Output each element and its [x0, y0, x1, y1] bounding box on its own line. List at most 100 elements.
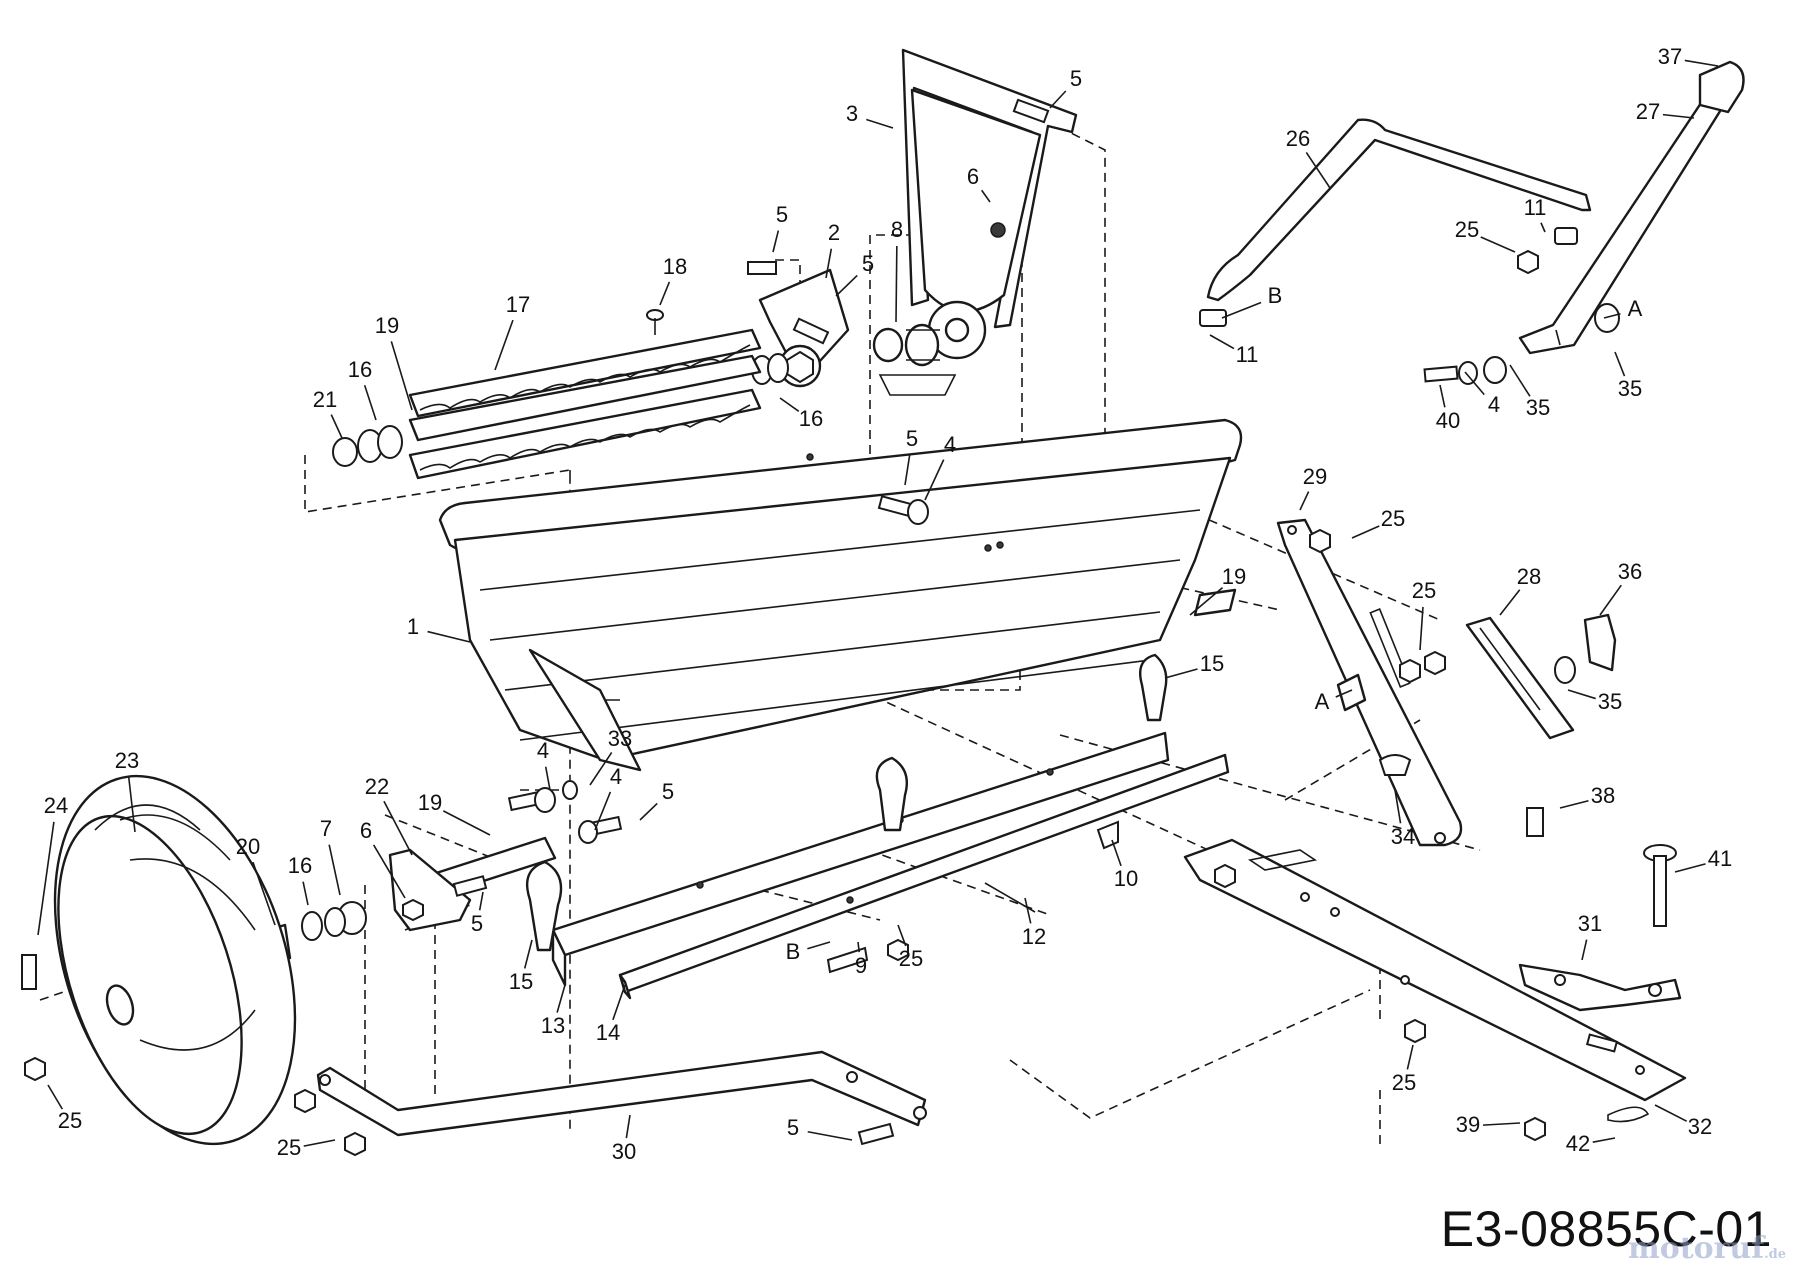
- leader-line-cA2: [1335, 689, 1353, 698]
- callout-cB2: B: [786, 939, 801, 964]
- leader-line-c25f: [47, 1084, 64, 1110]
- hardware-41-38-39-42: [1524, 807, 1677, 1142]
- leader-line-c2: [825, 248, 833, 279]
- leader-line-c35c: [1567, 689, 1596, 700]
- clip-part-15: [525, 653, 1168, 952]
- leader-line-c17: [494, 319, 514, 371]
- leader-line-c38: [1559, 799, 1589, 809]
- leader-line-c6b: [372, 844, 406, 899]
- callout-c9: 9: [855, 953, 867, 978]
- callout-c7: 7: [320, 816, 332, 841]
- callout-c5f: 5: [471, 911, 483, 936]
- leader-line-c5f: [478, 891, 484, 911]
- main-bar-part-32: [1183, 838, 1687, 1102]
- leader-line-c1: [427, 630, 471, 643]
- callout-c15b: 15: [509, 969, 533, 994]
- lower-frame-part-30: [294, 1050, 927, 1157]
- wheel-part-23: [21, 774, 297, 1146]
- rod-part-26: [1199, 118, 1592, 327]
- callout-c3: 3: [846, 101, 858, 126]
- callout-c35a: 35: [1526, 395, 1550, 420]
- leader-lines: [37, 59, 1719, 1147]
- leader-line-c27: [1662, 113, 1695, 119]
- callout-c13: 13: [541, 1013, 565, 1038]
- leader-line-c5c: [835, 274, 858, 297]
- callout-c12: 12: [1022, 924, 1046, 949]
- gear-part-8: [872, 323, 957, 396]
- callout-c25d: 25: [899, 946, 923, 971]
- leader-line-cA1: [1603, 312, 1621, 319]
- callout-c35b: 35: [1618, 376, 1642, 401]
- callout-c38: 38: [1591, 783, 1615, 808]
- callout-c11a: 11: [1524, 195, 1547, 220]
- callout-c36: 36: [1618, 559, 1642, 584]
- leader-line-c37: [1684, 59, 1719, 67]
- agitator-plates-part-17: [408, 328, 762, 480]
- leader-line-c7: [328, 844, 341, 896]
- callout-c6a: 6: [967, 164, 979, 189]
- callout-c22: 22: [365, 774, 389, 799]
- callout-c4b: 4: [944, 432, 956, 457]
- leader-line-c25a: [1480, 236, 1516, 253]
- callout-c24: 24: [44, 793, 68, 818]
- leader-line-c28: [1499, 589, 1521, 616]
- leader-line-c42: [1592, 1137, 1616, 1143]
- callout-c41: 41: [1708, 846, 1732, 871]
- callout-c1: 1: [407, 614, 419, 639]
- leader-line-c23: [127, 776, 136, 833]
- callout-c25e: 25: [1392, 1070, 1416, 1095]
- leader-line-c4c: [544, 766, 551, 791]
- callout-c35c: 35: [1598, 689, 1622, 714]
- bracket-part-2: [747, 261, 850, 388]
- leader-line-c10: [1111, 839, 1122, 867]
- leader-line-c40: [1439, 384, 1446, 408]
- leader-line-cB1: [1221, 301, 1262, 319]
- bolt-washer-5-4-mid: [877, 495, 929, 525]
- callout-c5g: 5: [787, 1115, 799, 1140]
- leader-line-c16c: [302, 881, 309, 906]
- callout-c5c: 5: [862, 251, 874, 276]
- leader-line-c20: [252, 861, 276, 926]
- callout-c10: 10: [1114, 866, 1138, 891]
- handle-arm-part-29: [1276, 518, 1463, 847]
- callout-c19a: 19: [375, 313, 399, 338]
- leader-line-c5g: [807, 1130, 853, 1141]
- leader-line-c4a: [1464, 371, 1485, 396]
- washers-part-16-upper: [751, 353, 789, 385]
- callout-c5e: 5: [662, 779, 674, 804]
- callout-cB1: B: [1268, 283, 1283, 308]
- leader-line-c18: [659, 281, 671, 306]
- bracket-part-31: [1518, 963, 1682, 1012]
- leader-line-c4d: [594, 791, 612, 831]
- callout-c25c: 25: [1412, 578, 1436, 603]
- callout-c19b: 19: [1222, 564, 1246, 589]
- leader-line-c30: [625, 1114, 631, 1139]
- bushing-washers-part-21-16: [332, 425, 403, 467]
- leader-line-c19b: [1189, 587, 1224, 616]
- callout-c32: 32: [1688, 1114, 1712, 1139]
- callout-c15a: 15: [1200, 651, 1224, 676]
- leader-line-c39: [1482, 1122, 1521, 1126]
- callout-c31: 31: [1578, 911, 1602, 936]
- callout-c26: 26: [1286, 126, 1310, 151]
- callout-c16c: 16: [288, 853, 312, 878]
- callout-c33: 33: [608, 726, 632, 751]
- callout-c21: 21: [313, 387, 337, 412]
- leader-line-c19a: [390, 341, 413, 411]
- callout-c4c: 4: [537, 738, 549, 763]
- bar-part-14: [618, 753, 1230, 1000]
- callout-c11b: 11: [1236, 342, 1259, 367]
- hopper-part-1: [438, 418, 1243, 772]
- callout-c20: 20: [236, 834, 260, 859]
- callout-c4d: 4: [610, 764, 622, 789]
- leader-line-c3: [866, 118, 894, 129]
- callout-c5b: 5: [776, 202, 788, 227]
- leader-line-c36: [1599, 584, 1622, 616]
- leader-line-c5d: [904, 454, 911, 486]
- leader-line-c15b: [523, 939, 533, 969]
- leader-line-c33: [589, 752, 613, 786]
- leader-line-c11b: [1209, 334, 1235, 350]
- leader-line-c6a: [981, 189, 991, 203]
- callout-c2: 2: [828, 220, 840, 245]
